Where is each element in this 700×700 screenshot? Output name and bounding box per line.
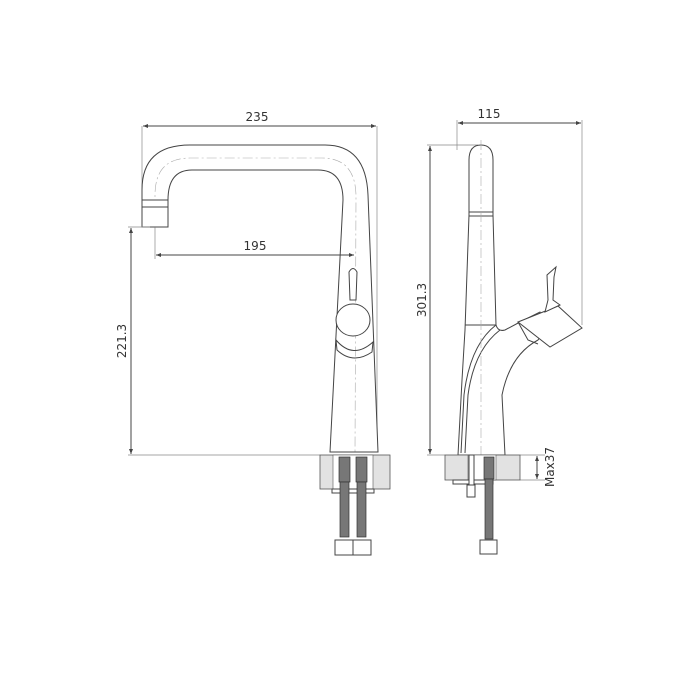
hose-left [339,481,350,538]
mounting-nut [466,484,476,498]
hose-nut [479,539,498,555]
hose-right [356,481,367,538]
dimension-label-195: 195 [244,239,267,253]
dimension-label-221: 221.3 [115,324,129,358]
mounting-plate [331,488,375,494]
dimension-label-max37: Max37 [543,447,557,487]
hose [484,478,494,540]
aerator-nozzle [141,199,169,228]
cartridge-knob [335,303,371,337]
lever-handle [348,268,358,301]
hose-fitting [483,456,495,480]
body-curve [460,324,497,454]
hose-fitting-right [355,456,368,483]
pullout-head-edge [517,321,539,345]
side-lever [544,265,561,313]
hose-nut-left [334,539,354,556]
side-view: 115 301.3 Max37 [415,107,583,555]
hose-fitting-left [338,456,351,483]
mounting-stud [468,454,475,486]
spout [141,144,379,453]
dimension-label-235: 235 [246,110,269,124]
side-spout-body [457,144,549,456]
dimension-label-115: 115 [478,107,501,121]
centerline [154,157,357,453]
front-view: 235 195 221.3 [115,110,391,556]
knob-band [335,338,374,359]
body-curve [464,329,501,454]
dimension-label-301: 301.3 [415,283,429,317]
hose-nut-right [352,539,372,556]
